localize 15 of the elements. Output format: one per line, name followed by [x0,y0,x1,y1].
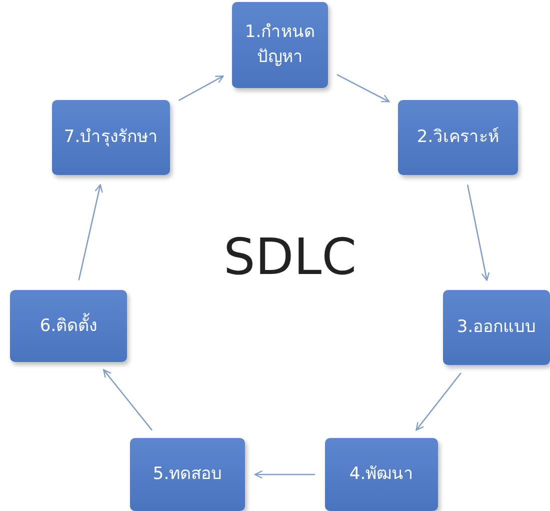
arrow [103,369,152,431]
arrow [416,372,462,431]
process-box: 2.วิเคราะห์ [398,100,518,175]
process-box: 1.กำหนดปัญหา [232,2,328,88]
arrow [336,74,390,102]
arrow [254,470,315,479]
process-box: 5.ทดสอบ [130,438,245,511]
process-box: 7.บำรุงรักษา [52,100,170,175]
process-box: 6.ติดตั้ง [10,290,127,362]
process-box: 3.ออกแบบ [443,290,550,365]
title: SDLC [222,232,358,282]
arrow [178,76,224,101]
arrow [466,184,490,281]
process-box: 4.พัฒนา [325,438,438,511]
arrow [78,184,103,280]
